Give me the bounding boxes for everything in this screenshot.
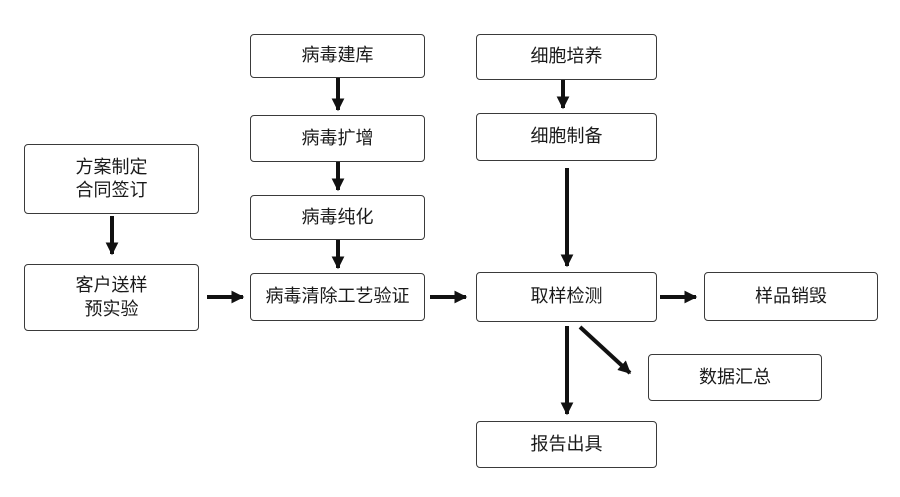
cell-culture-box: 细胞培养: [476, 34, 657, 80]
sample-label-line1: 客户送样: [75, 275, 148, 297]
report-issue-box: 报告出具: [476, 421, 657, 468]
cell-preparation-label: 细胞制备: [530, 126, 603, 148]
virus-library-label: 病毒建库: [301, 45, 374, 67]
data-summary-box: 数据汇总: [648, 354, 822, 401]
sample-destruction-label: 样品销毁: [755, 285, 827, 307]
sample-label-line2: 预实验: [84, 298, 139, 320]
virus-library-box: 病毒建库: [250, 34, 425, 78]
plan-contract-box: 方案制定 合同签订: [24, 144, 199, 214]
cell-preparation-box: 细胞制备: [476, 113, 657, 161]
sampling-test-label: 取样检测: [530, 286, 603, 308]
virus-purification-label: 病毒纯化: [301, 206, 374, 228]
virus-amplification-label: 病毒扩增: [301, 127, 374, 149]
virus-purification-box: 病毒纯化: [250, 195, 425, 240]
report-issue-label: 报告出具: [530, 433, 603, 455]
arrow-test-to-summary: [578, 325, 632, 375]
sampling-test-box: 取样检测: [476, 272, 657, 322]
cell-culture-label: 细胞培养: [530, 46, 603, 68]
plan-label-line1: 方案制定: [75, 156, 148, 178]
virus-clearance-validation-box: 病毒清除工艺验证: [250, 273, 425, 321]
virus-clearance-validation-label: 病毒清除工艺验证: [265, 286, 410, 308]
sample-destruction-box: 样品销毁: [704, 272, 878, 321]
data-summary-label: 数据汇总: [699, 366, 771, 388]
plan-label-line2: 合同签订: [75, 180, 148, 201]
sample-delivery-box: 客户送样 预实验: [24, 264, 199, 331]
virus-amplification-box: 病毒扩增: [250, 115, 425, 162]
